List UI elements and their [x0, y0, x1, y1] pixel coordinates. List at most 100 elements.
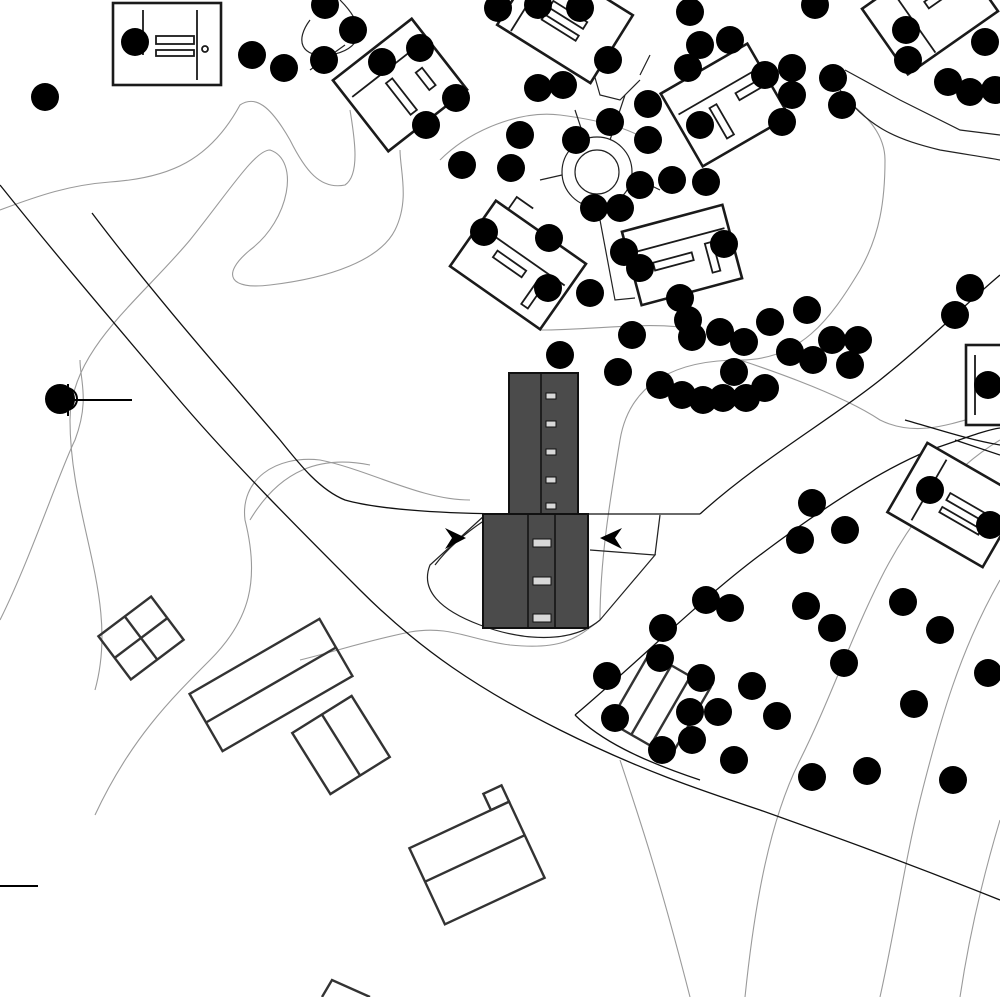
- tree-icon: [692, 168, 720, 196]
- tree-icon: [524, 0, 552, 19]
- tree-icon: [801, 0, 829, 19]
- tree-icon: [934, 68, 962, 96]
- road-network: [0, 184, 1000, 901]
- tree-icon: [566, 0, 594, 22]
- tree-icon: [799, 346, 827, 374]
- tree-icon: [604, 358, 632, 386]
- tree-icon: [976, 511, 1000, 539]
- outline-buildings: [96, 594, 712, 997]
- tree-icon: [776, 338, 804, 366]
- central-tower-building: [482, 372, 589, 629]
- tree-icon: [819, 64, 847, 92]
- tree-icon: [971, 28, 999, 56]
- tree-icon: [894, 46, 922, 74]
- outline-building-bottom-edge: [320, 978, 371, 997]
- tree-icon: [534, 274, 562, 302]
- tree-icon: [678, 323, 706, 351]
- tree-icon: [676, 0, 704, 26]
- tree-icon: [818, 614, 846, 642]
- tree-icon: [974, 371, 1000, 399]
- tree-icon: [763, 702, 791, 730]
- tree-icon: [730, 328, 758, 356]
- tree-icon: [339, 16, 367, 44]
- tree-icon: [549, 71, 577, 99]
- tree-icon: [674, 54, 702, 82]
- tree-icon: [368, 48, 396, 76]
- tree-icon: [580, 194, 608, 222]
- tree-icon: [706, 318, 734, 346]
- entrance-arrow-right-icon: [600, 528, 622, 549]
- tree-icon: [778, 54, 806, 82]
- tree-icon: [442, 84, 470, 112]
- tree-icon: [562, 126, 590, 154]
- tree-icon: [981, 76, 1000, 104]
- tree-icon: [941, 301, 969, 329]
- tree-icon: [576, 279, 604, 307]
- tree-icon: [751, 374, 779, 402]
- house-mid-left: [448, 195, 588, 332]
- north-arrow: [45, 384, 132, 416]
- tree-icon: [626, 254, 654, 282]
- tree-icon: [601, 704, 629, 732]
- tree-icon: [658, 166, 686, 194]
- tree-icon: [412, 111, 440, 139]
- tree-icon: [974, 659, 1000, 687]
- tree-icon: [448, 151, 476, 179]
- tree-icon: [311, 0, 339, 19]
- tree-icon: [889, 588, 917, 616]
- tree-icon: [900, 690, 928, 718]
- tree-icon: [686, 31, 714, 59]
- tree-icon: [778, 81, 806, 109]
- tree-icon: [956, 274, 984, 302]
- outline-building-medium: [290, 694, 392, 796]
- tree-icon: [593, 662, 621, 690]
- tree-icon: [892, 16, 920, 44]
- tree-icon: [786, 526, 814, 554]
- tree-icon: [710, 230, 738, 258]
- tree-icon: [666, 284, 694, 312]
- outline-building-small-square: [96, 594, 186, 682]
- tree-icon: [704, 698, 732, 726]
- tree-icon: [828, 91, 856, 119]
- tree-icon: [634, 90, 662, 118]
- tree-icon: [646, 371, 674, 399]
- tree-icon: [594, 46, 622, 74]
- tree-icon: [121, 28, 149, 56]
- tree-icon: [470, 218, 498, 246]
- tree-icon: [687, 664, 715, 692]
- tree-icon: [916, 476, 944, 504]
- tree-icon: [956, 78, 984, 106]
- tree-icon: [720, 358, 748, 386]
- tree-icon: [830, 649, 858, 677]
- tree-icon: [238, 41, 266, 69]
- tree-icon: [406, 34, 434, 62]
- tree-icon: [831, 516, 859, 544]
- tree-icon: [926, 616, 954, 644]
- tree-icon: [798, 763, 826, 791]
- tree-icon: [678, 726, 706, 754]
- tree-icon: [668, 381, 696, 409]
- tree-icon: [709, 384, 737, 412]
- tree-icon: [768, 108, 796, 136]
- tree-icon: [716, 594, 744, 622]
- tree-icon: [798, 489, 826, 517]
- tree-icon: [596, 108, 624, 136]
- tree-icon: [844, 326, 872, 354]
- tree-icon: [618, 321, 646, 349]
- tree-icon: [648, 736, 676, 764]
- tree-canopy: [31, 0, 1000, 794]
- tree-icon: [836, 351, 864, 379]
- tree-icon: [506, 121, 534, 149]
- tree-icon: [626, 171, 654, 199]
- tree-icon: [649, 614, 677, 642]
- entrance-markers: [445, 528, 622, 549]
- tree-icon: [716, 26, 744, 54]
- tree-icon: [738, 672, 766, 700]
- tree-icon: [686, 111, 714, 139]
- tree-icon: [646, 644, 674, 672]
- tree-icon: [484, 0, 512, 22]
- tree-icon: [853, 757, 881, 785]
- tree-icon: [756, 308, 784, 336]
- tree-icon: [793, 296, 821, 324]
- outline-building-long: [187, 617, 355, 753]
